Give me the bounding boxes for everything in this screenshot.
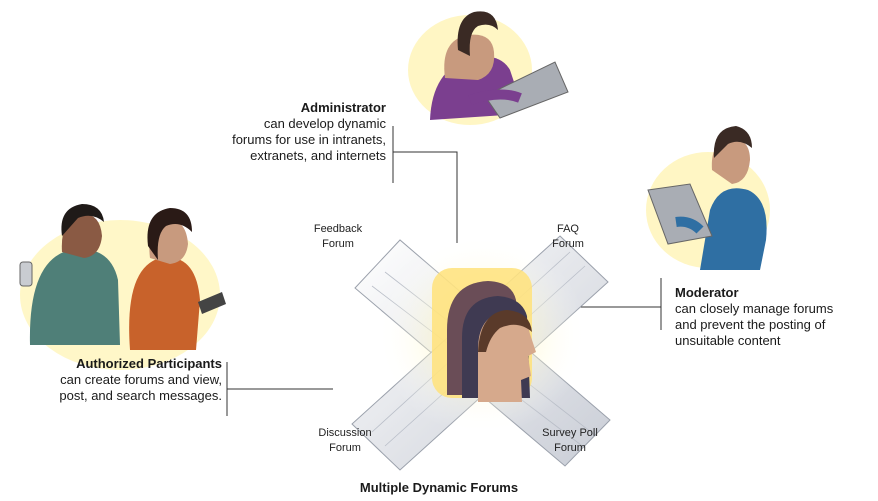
administrator-desc-line-1: can develop dynamic <box>263 116 386 131</box>
moderator-desc-line-2: and prevent the posting of <box>675 317 826 332</box>
administrator-label: Administrator can develop dynamic forums… <box>176 100 386 164</box>
admin-connector <box>392 126 458 243</box>
participants-desc-line-1: can create forums and view, <box>60 372 222 387</box>
discussion-forum-line-2: Forum <box>329 442 361 454</box>
participants-connector <box>226 362 333 416</box>
moderator-connector <box>572 278 662 330</box>
administrator-desc-line-3: extranets, and internets <box>250 148 386 163</box>
connector-lines <box>226 126 662 416</box>
participants-title: Authorized Participants <box>76 356 222 371</box>
faq-forum-label: FAQ Forum <box>528 222 608 252</box>
participants-label: Authorized Participants can create forum… <box>10 356 222 404</box>
moderator-desc-line-3: unsuitable content <box>675 333 781 348</box>
administrator-title: Administrator <box>300 100 386 115</box>
feedback-forum-line-2: Forum <box>322 238 354 250</box>
survey-poll-forum-line-1: Survey Poll <box>542 427 598 439</box>
participants-desc-line-2: post, and search messages. <box>59 388 222 403</box>
moderator-figure <box>646 126 770 270</box>
survey-poll-forum-label: Survey Poll Forum <box>525 426 615 456</box>
faq-forum-line-2: Forum <box>552 238 584 250</box>
moderator-title: Moderator <box>675 285 739 300</box>
moderator-desc-line-1: can closely manage forums <box>675 301 834 316</box>
diagram-caption: Multiple Dynamic Forums <box>359 480 519 495</box>
moderator-label: Moderator can closely manage forums and … <box>675 285 875 349</box>
forums-hub-icon <box>351 235 611 471</box>
faq-forum-line-1: FAQ <box>556 223 579 235</box>
administrator-desc-line-2: forums for use in intranets, <box>232 132 386 147</box>
participants-figure <box>19 204 226 370</box>
feedback-forum-label: Feedback Forum <box>298 222 378 252</box>
discussion-forum-label: Discussion Forum <box>300 426 390 456</box>
feedback-forum-line-1: Feedback <box>313 223 363 235</box>
survey-poll-forum-line-2: Forum <box>554 442 586 454</box>
administrator-figure <box>408 11 569 125</box>
discussion-forum-line-1: Discussion <box>318 427 372 439</box>
